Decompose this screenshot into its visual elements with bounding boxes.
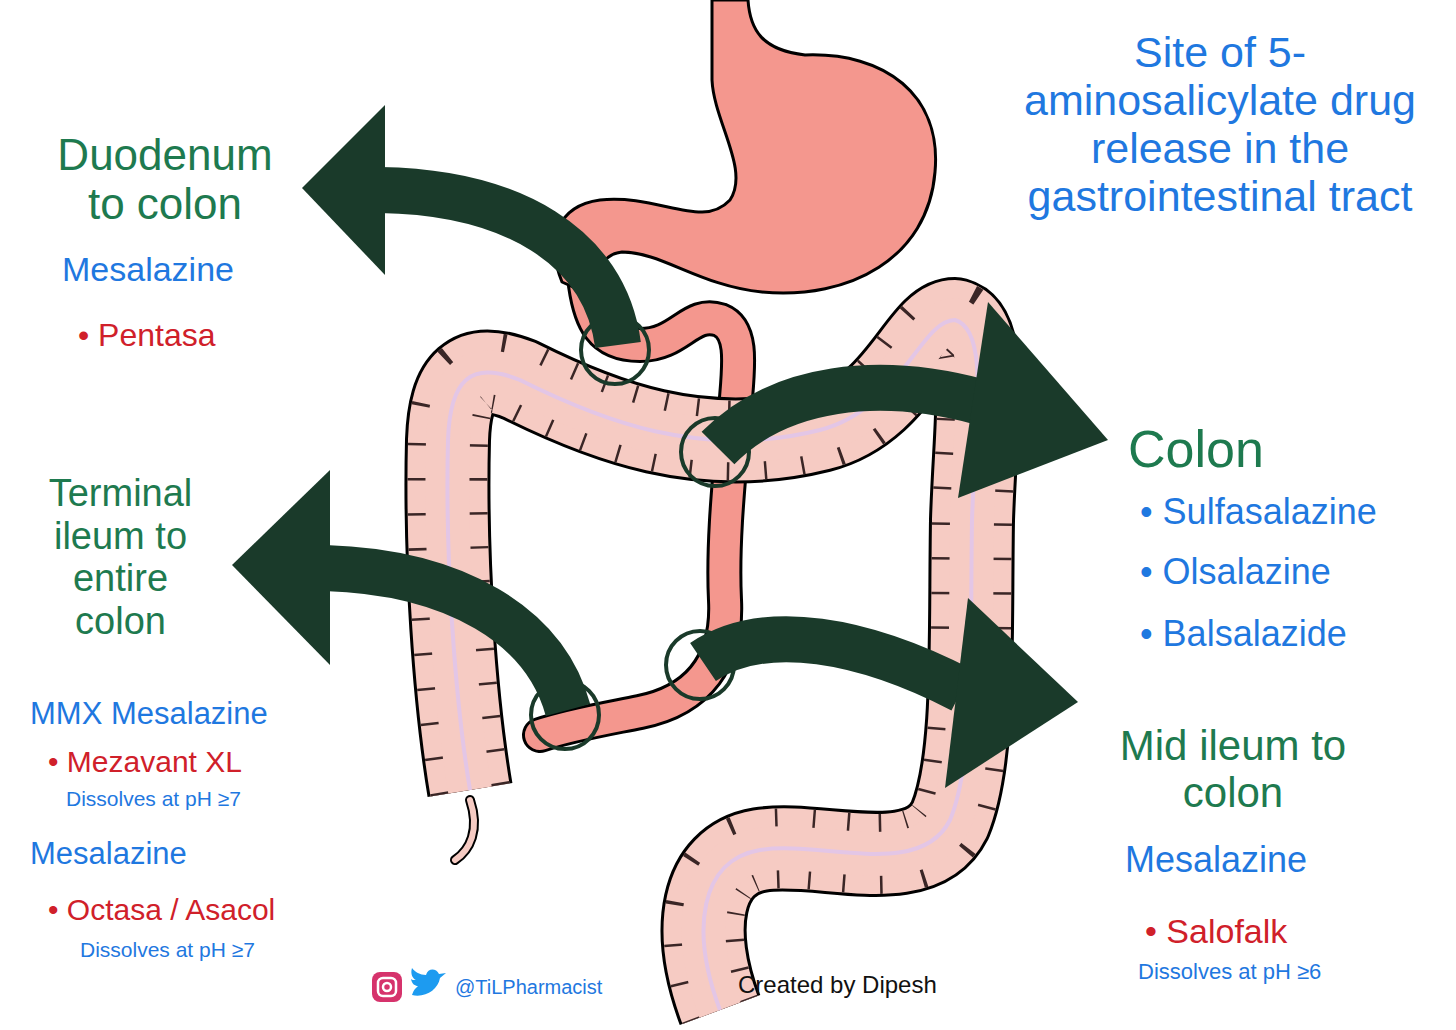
site-heading: Duodenum to colon <box>40 130 290 229</box>
drug-name: Mesalazine <box>62 250 292 288</box>
arrow-head <box>945 598 1078 788</box>
credit-note: Created by Dipesh <box>738 972 1018 999</box>
pointer-arrow <box>325 568 568 710</box>
ph-note: Dissolves at pH ≥7 <box>66 787 366 811</box>
instagram-icon-frame <box>378 978 396 996</box>
site-heading: Terminal ileum to entire colon <box>28 472 213 642</box>
diagram-title: Site of 5-aminosalicylate drug release i… <box>1000 28 1440 221</box>
drug-name: MMX Mesalazine <box>30 697 350 732</box>
site-heading: Colon <box>1128 420 1428 478</box>
site-heading: Mid ileum to colon <box>1088 722 1378 816</box>
arrow-head <box>302 105 385 275</box>
brand-name: • Salofalk <box>1145 912 1405 950</box>
drug-name: • Olsalazine <box>1140 552 1440 592</box>
pointer-arrow <box>380 190 618 345</box>
brand-name: • Octasa / Asacol <box>48 893 368 927</box>
appendix <box>455 800 474 860</box>
appendix-outline <box>455 800 474 860</box>
instagram-icon-lens <box>383 983 391 991</box>
instagram-icon <box>372 972 402 1002</box>
ph-note: Dissolves at pH ≥7 <box>80 938 380 962</box>
drug-name: • Balsalazide <box>1140 614 1440 654</box>
drug-name: • Sulfasalazine <box>1140 492 1450 532</box>
social-handle: @TiLPharmacist <box>455 976 675 998</box>
arrow-head <box>232 470 330 665</box>
brand-name: • Pentasa <box>78 318 288 354</box>
twitter-icon <box>411 968 446 996</box>
brand-name: • Mezavant XL <box>48 745 348 779</box>
drug-name: Mesalazine <box>30 837 330 872</box>
pointer-arrow <box>703 639 962 690</box>
drug-name: Mesalazine <box>1125 840 1405 880</box>
pointer-arrow <box>718 388 980 448</box>
stomach <box>555 0 936 300</box>
ph-note: Dissolves at pH ≥6 <box>1138 960 1438 985</box>
arrow-head <box>958 302 1108 498</box>
